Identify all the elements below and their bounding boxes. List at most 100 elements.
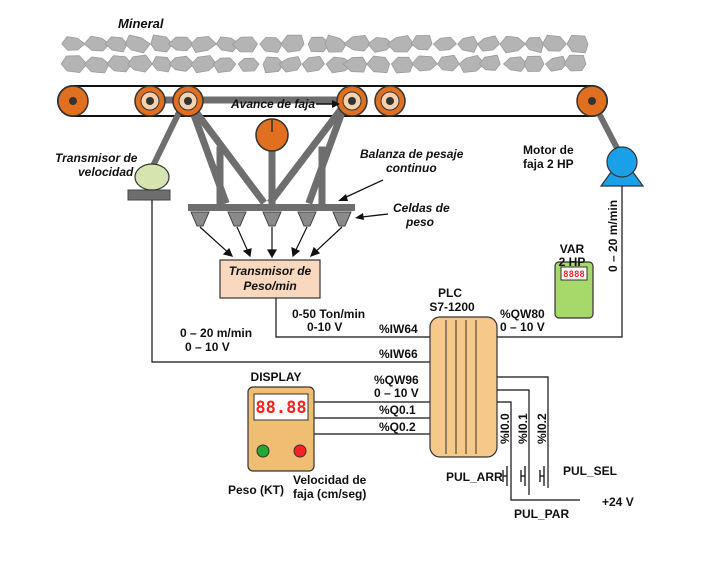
rock — [215, 36, 240, 53]
rock — [502, 56, 528, 72]
plc-input-i00: %I0.0 — [498, 413, 512, 444]
rock — [410, 35, 433, 51]
mineral-label: Mineral — [118, 16, 164, 31]
signal-wiring — [151, 186, 623, 501]
rock — [237, 57, 260, 72]
roller-idler-3 — [336, 85, 368, 117]
load-cells-label-line1: Celdas de — [393, 201, 450, 215]
roller-idler-2 — [172, 85, 204, 117]
rock — [231, 36, 258, 53]
plc-output-qw96-range: 0 – 10 V — [374, 386, 419, 400]
supply-voltage-label: +24 V — [602, 495, 634, 509]
rock — [83, 56, 110, 74]
rock — [259, 37, 283, 53]
rock — [127, 54, 153, 73]
weight-signal-range: 0-50 Ton/min — [292, 307, 365, 321]
rock — [457, 35, 479, 53]
rock — [190, 55, 217, 74]
var-label-line2: 2 HP — [559, 255, 586, 269]
roller-right — [576, 85, 608, 117]
plc-output-qw80: %QW80 — [500, 307, 545, 321]
rock — [167, 36, 194, 52]
rock — [190, 35, 218, 54]
scale-label-line1: Balanza de pesaje — [360, 147, 464, 161]
plc-s7-1200 — [429, 316, 498, 458]
plc-input-i02: %I0.2 — [535, 413, 549, 444]
weigh-roller-center — [255, 118, 289, 152]
rock — [212, 57, 237, 74]
rock — [432, 36, 457, 51]
rock — [458, 54, 485, 73]
rock — [60, 55, 88, 74]
display-label: DISPLAY — [251, 370, 302, 384]
var-digit-display: 8888 — [563, 270, 585, 280]
rock — [476, 35, 501, 52]
speed-sensor — [134, 163, 170, 191]
var-label-line1: VAR — [560, 242, 585, 256]
push-button-par-label: PUL_PAR — [514, 507, 569, 521]
rock — [324, 34, 347, 53]
rock — [523, 55, 545, 72]
weighing-platform — [188, 204, 355, 211]
push-button-par — [520, 466, 526, 486]
plc-input-i01: %I0.1 — [516, 413, 530, 444]
roller-idler-1 — [134, 85, 166, 117]
sensor-base — [127, 189, 171, 201]
push-button-sel — [539, 466, 545, 486]
rock — [61, 36, 86, 51]
rock — [124, 34, 151, 54]
rock — [524, 36, 544, 54]
plc-label-line1: PLC — [438, 286, 462, 300]
motor-speed-signal-label: 0 – 20 m/min — [606, 200, 620, 272]
plc-output-qw80-range: 0 – 10 V — [500, 320, 545, 334]
push-button-arr-label: PUL_ARR — [446, 470, 503, 484]
var-drive — [554, 261, 594, 319]
rock — [280, 34, 305, 53]
display-digits: 88.88 — [255, 398, 306, 418]
weight-signal-voltage: 0-10 V — [307, 320, 342, 334]
rock — [545, 55, 567, 72]
plc-label-line2: S7-1200 — [429, 300, 475, 314]
motor-label-line2: faja 2 HP — [523, 157, 574, 171]
rock — [168, 55, 195, 72]
rock — [541, 34, 567, 52]
load-cell-arrows — [199, 226, 343, 259]
mineral-rocks — [60, 34, 589, 74]
rock — [262, 56, 285, 74]
load-cells — [190, 211, 352, 227]
rock — [104, 36, 128, 53]
speed-output-label-line1: Velocidad de — [293, 473, 367, 487]
speed-sensor-label-line1: Transmisor de — [55, 151, 138, 165]
load-cells-pointer-arrow — [355, 213, 389, 220]
rock — [278, 56, 302, 73]
rock — [325, 56, 354, 74]
belt-direction-arrow — [316, 100, 340, 108]
load-cells-label-line2: peso — [405, 215, 434, 229]
rock — [437, 54, 460, 72]
rock — [411, 55, 438, 72]
speed-output-label-line2: faja (cm/seg) — [293, 487, 366, 501]
plc-output-q02: %Q0.2 — [379, 420, 416, 434]
push-button-sel-label: PUL_SEL — [563, 464, 617, 478]
rock — [301, 55, 325, 73]
rock — [478, 54, 501, 71]
plc-output-q01: %Q0.1 — [379, 403, 416, 417]
rock — [563, 54, 587, 72]
motor-label-line1: Motor de — [523, 143, 574, 157]
green-led-icon — [256, 444, 270, 458]
rock — [366, 55, 391, 74]
plc-output-qw96: %QW96 — [374, 373, 419, 387]
rock — [499, 35, 527, 54]
rock — [390, 56, 414, 74]
rock — [343, 34, 371, 52]
plc-input-iw66: %IW66 — [379, 347, 418, 361]
belt-motor — [599, 146, 645, 187]
scale-label-line2: continuo — [386, 161, 437, 175]
roller-left — [57, 85, 89, 117]
speed-signal-voltage: 0 – 10 V — [185, 340, 230, 354]
speed-signal-range: 0 – 20 m/min — [180, 326, 252, 340]
rock — [106, 55, 133, 73]
scale-pointer-arrow — [338, 179, 384, 201]
weight-transmitter — [219, 259, 321, 299]
push-button-arr — [502, 466, 508, 486]
